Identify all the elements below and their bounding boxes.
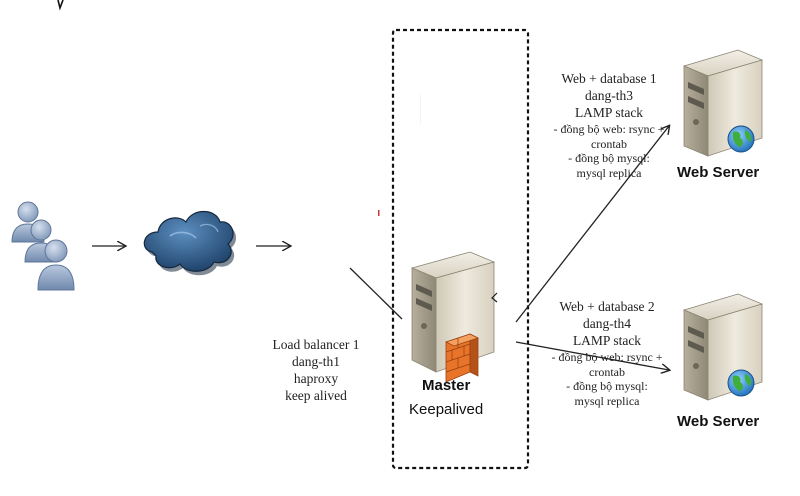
web-server-2-sync-web: - đồng bộ web: rsync +: [551, 350, 663, 364]
corner-arrow-fragment: [57, 0, 64, 11]
load-balancer-software: haproxy: [293, 371, 339, 386]
load-balancer-ha: keep alived: [285, 388, 347, 403]
web-server-1-details: - đồng bộ web: rsync + crontab - đồng bộ…: [534, 122, 684, 180]
arrow-master-to-web1: [515, 126, 669, 323]
speck: [420, 94, 421, 124]
globe-icon: [727, 125, 755, 153]
web-server-1-name: Web + database 1: [561, 71, 657, 86]
internet-cloud-icon: [143, 210, 237, 276]
web-server-1-sync-db: - đồng bộ mysql:: [568, 151, 650, 165]
connector-lb-to-master: [349, 267, 403, 320]
arrow-master-to-web2: [515, 341, 669, 370]
web-server-1-host: dang-th3: [585, 88, 633, 103]
web-server-2-title: Web Server: [677, 413, 760, 430]
load-balancer-name: Load balancer 1: [272, 337, 360, 352]
load-balancer-host: dang-th1: [292, 354, 340, 369]
server-firewall-icon: [410, 251, 496, 383]
web-server-1-sync-web-tool: crontab: [591, 136, 627, 151]
web-server-2-details: - đồng bộ web: rsync + crontab - đồng bộ…: [532, 350, 682, 408]
web-server-1-label: Web + database 1 dang-th3 LAMP stack: [534, 70, 684, 121]
web-server-2-icon: [682, 293, 764, 401]
speck: [378, 210, 380, 216]
users-icon: [11, 201, 75, 291]
master-subtitle: Keepalived: [409, 401, 484, 418]
master-side-arrow: [491, 292, 498, 303]
web-server-2-stack: LAMP stack: [572, 333, 642, 348]
web-server-2-label: Web + database 2 dang-th4 LAMP stack: [532, 298, 682, 349]
web-server-2-sync-web-tool: crontab: [589, 364, 625, 379]
web-server-1-sync-db-tool: mysql replica: [576, 165, 642, 180]
web-server-1-sync-web: - đồng bộ web: rsync +: [553, 122, 665, 136]
web-server-2-host: dang-th4: [583, 316, 631, 331]
web-server-2-sync-db-tool: mysql replica: [574, 393, 640, 408]
firewall-icon: [444, 333, 480, 383]
load-balancer-label: Load balancer 1 dang-th1 haproxy keep al…: [252, 336, 380, 404]
master-cluster-boundary: [391, 28, 530, 470]
globe-icon: [727, 369, 755, 397]
web-server-1-title: Web Server: [677, 164, 760, 181]
web-server-2-name: Web + database 2: [559, 299, 655, 314]
master-title: Master: [422, 377, 471, 394]
web-server-1-stack: LAMP stack: [574, 105, 644, 120]
web-server-2-sync-db: - đồng bộ mysql:: [566, 379, 648, 393]
web-server-1-icon: [682, 49, 764, 157]
